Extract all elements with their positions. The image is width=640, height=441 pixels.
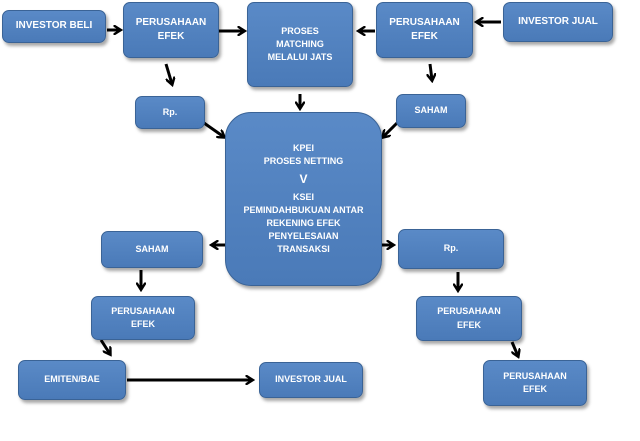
node-investor-jual-top: INVESTOR JUAL	[503, 2, 613, 42]
node-rp-right: Rp.	[398, 229, 504, 269]
node-kpei-line-7: PENYELESAIAN	[268, 231, 339, 242]
node-investor-beli: INVESTOR BELI	[2, 10, 106, 43]
node-proses-matching-line-1: PROSES	[281, 25, 319, 36]
node-kpei-ksei: KPEI PROSES NETTING V KSEI PEMINDAHBUKUA…	[225, 112, 382, 286]
node-saham-right: SAHAM	[396, 94, 466, 128]
node-perusahaan-efek-right-line-1: PERUSAHAAN	[389, 16, 460, 28]
node-proses-matching: PROSES MATCHING MELALUI JATS	[247, 2, 353, 87]
node-kpei-line-8: TRANSAKSI	[277, 244, 330, 255]
node-rp-right-line-1: Rp.	[443, 243, 459, 254]
node-perusahaan-efek-left-line-2: EFEK	[157, 31, 185, 42]
node-kpei-line-1: KPEI	[292, 142, 314, 153]
node-kpei-line-6: REKENING EFEK	[266, 218, 341, 229]
node-kpei-line-4: KSEI	[292, 192, 314, 203]
node-perusahaan-efek-bottom-right-line-2: EFEK	[522, 384, 547, 394]
node-saham-left: SAHAM	[101, 231, 203, 268]
arrow-pe-right-to-saham	[430, 63, 432, 80]
node-perusahaan-efek-bottom-left-line-1: PERUSAHAAN	[111, 305, 175, 316]
node-perusahaan-efek-left: PERUSAHAAN EFEK	[123, 2, 219, 58]
node-kpei-line-5: PEMINDAHBUKUAN ANTAR	[243, 205, 364, 216]
node-perusahaan-efek-left-line-1: PERUSAHAAN	[135, 16, 207, 28]
node-emiten-bae-line-1: EMITEN/BAE	[44, 374, 100, 385]
node-investor-beli-line-1: INVESTOR BELI	[15, 20, 93, 32]
node-perusahaan-efek-mid-right: PERUSAHAAN EFEK	[416, 296, 522, 341]
node-investor-jual-bottom: INVESTOR JUAL	[259, 362, 363, 398]
node-perusahaan-efek-bottom-right: PERUSAHAAN EFEK	[483, 360, 587, 406]
node-perusahaan-efek-bottom-left: PERUSAHAAN EFEK	[91, 296, 195, 340]
arrow-pe-left-to-rp	[164, 63, 172, 84]
node-rp-left-line-1: Rp.	[162, 106, 178, 117]
node-investor-jual-top-line-1: INVESTOR JUAL	[518, 15, 598, 27]
node-perusahaan-efek-right: PERUSAHAAN EFEK	[376, 2, 473, 58]
node-saham-right-line-1: SAHAM	[414, 105, 448, 116]
node-perusahaan-efek-mid-right-line-2: EFEK	[456, 319, 481, 330]
arrow-pe-bottom-left-to-emiten	[99, 339, 110, 354]
node-proses-matching-line-3: MELALUI JATS	[267, 52, 333, 63]
arrow-pe-mid-right-to-pe-bottom-right	[510, 341, 518, 356]
node-perusahaan-efek-bottom-left-line-2: EFEK	[130, 319, 155, 329]
arrow-saham-to-kpei	[383, 121, 399, 137]
arrow-rp-to-kpei	[203, 121, 224, 137]
node-kpei-line-3: V	[299, 171, 308, 186]
node-rp-left: Rp.	[135, 96, 205, 129]
node-perusahaan-efek-right-line-2: EFEK	[411, 31, 438, 42]
node-perusahaan-efek-bottom-right-line-1: PERUSAHAAN	[503, 370, 567, 381]
node-proses-matching-line-2: MATCHING	[276, 38, 324, 49]
node-saham-left-line-1: SAHAM	[135, 243, 169, 254]
node-investor-jual-bottom-line-1: INVESTOR JUAL	[275, 374, 347, 385]
node-perusahaan-efek-mid-right-line-1: PERUSAHAAN	[437, 306, 501, 317]
node-kpei-line-2: PROSES NETTING	[263, 155, 344, 166]
node-emiten-bae: EMITEN/BAE	[18, 360, 126, 400]
